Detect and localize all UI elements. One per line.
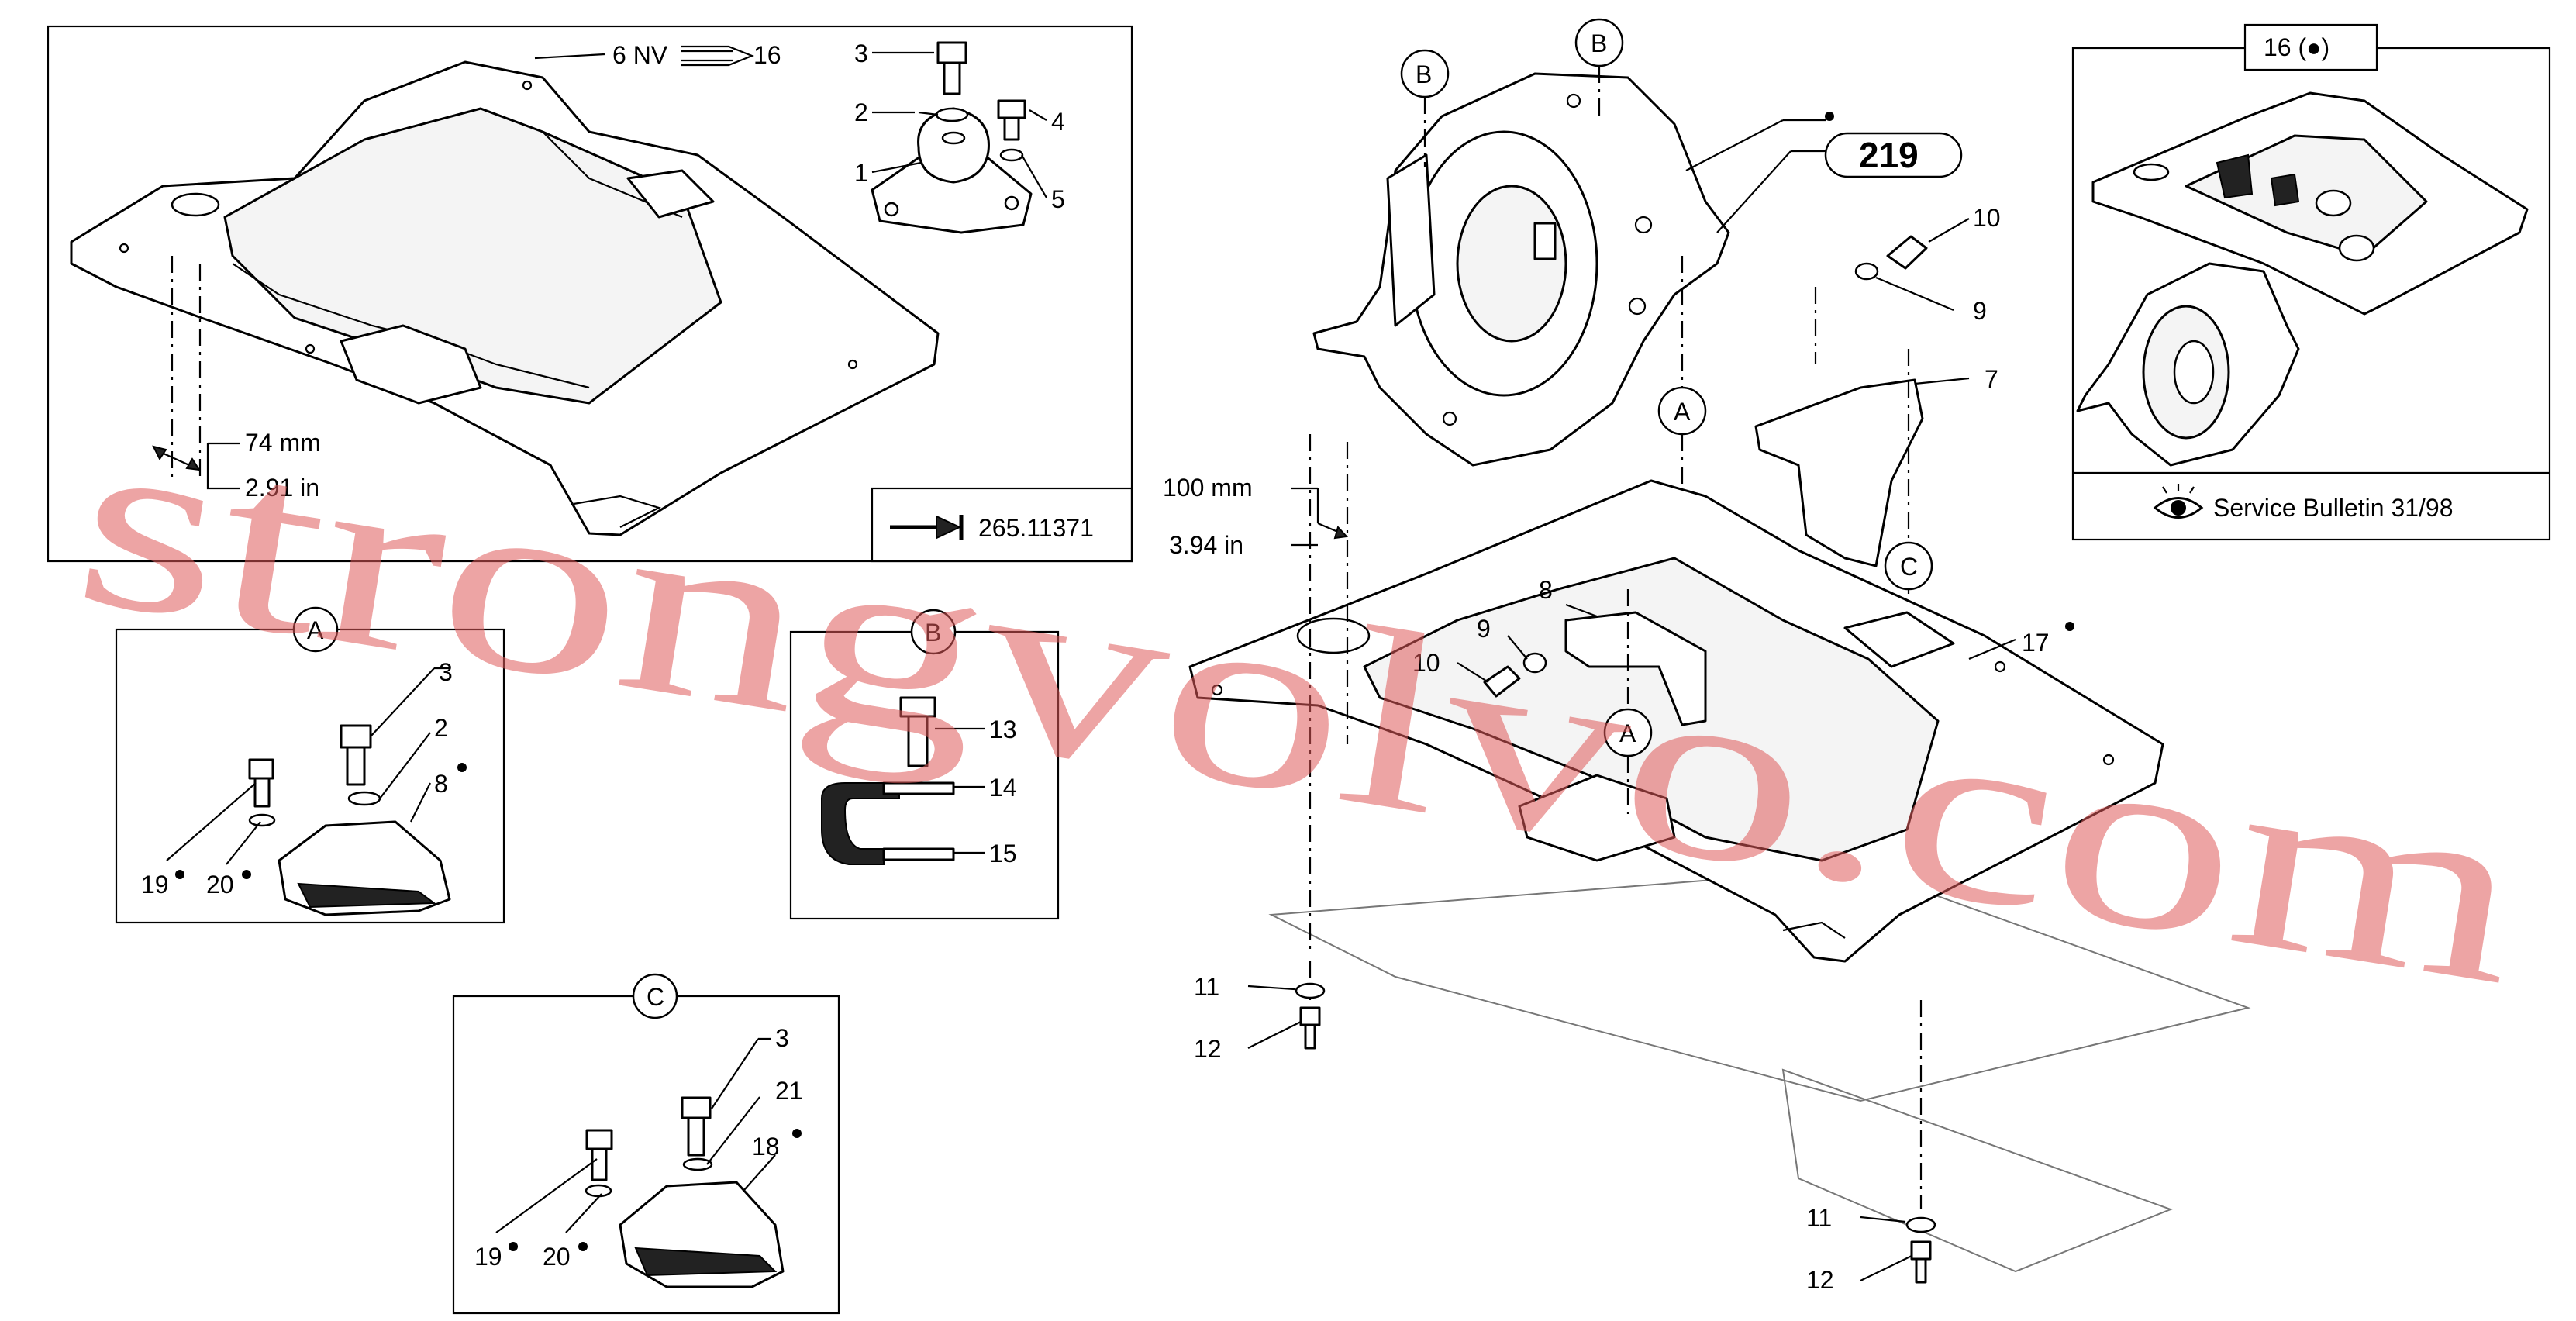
reference-219-box	[1824, 132, 1963, 178]
dim-3-94-in: 3.94 in	[1169, 531, 1243, 559]
detail-panel-a: A 3 2 8 19 20	[115, 606, 505, 924]
panel-a-label-2: 2	[434, 714, 448, 742]
callout-c: C	[1900, 553, 1918, 581]
panel-b-label-15: 15	[989, 840, 1017, 867]
label-7: 7	[1985, 365, 1998, 393]
flywheel-housing	[1312, 72, 1730, 467]
panel-a-label-19: 19	[141, 871, 169, 898]
label-3: 3	[854, 40, 868, 67]
panel-b-label-13: 13	[989, 716, 1017, 743]
engine-mount-detail	[871, 41, 1033, 234]
dim-74-mm: 74 mm	[245, 429, 321, 457]
panel-b-title: B	[925, 619, 941, 647]
main-subframe	[1188, 479, 2164, 963]
panel-b-label-14: 14	[989, 774, 1017, 802]
label-2: 2	[854, 98, 868, 126]
label-16: 16	[753, 41, 781, 69]
service-bulletin-label: Service Bulletin 31/98	[2213, 494, 2454, 522]
panel-header-16: 16 (●)	[2264, 33, 2329, 61]
label-11-right: 11	[1806, 1204, 1832, 1232]
label-12-left: 12	[1194, 1035, 1222, 1063]
reference-219: 219	[1859, 135, 1919, 175]
callout-b-right: B	[1591, 29, 1607, 57]
panel-c-label-3: 3	[775, 1024, 789, 1052]
callout-a-upper: A	[1674, 398, 1691, 426]
panel-a-label-20: 20	[206, 871, 234, 898]
panel-c-label-19: 19	[474, 1243, 502, 1271]
subframe-drawing	[70, 60, 940, 536]
dim-2-91-in: 2.91 in	[245, 474, 319, 502]
label-9-main: 9	[1477, 615, 1491, 643]
top-right-panel: 16 (●) Service Bulletin 31/98	[2071, 23, 2551, 541]
label-10-main: 10	[1412, 649, 1440, 677]
callout-a-lower: A	[1619, 719, 1636, 747]
top-left-panel: 6 NV 16 74 mm 2.91 in 3 2	[47, 25, 1133, 563]
label-4: 4	[1051, 108, 1065, 136]
detail-panel-b: B 13 14 15	[789, 609, 1060, 920]
panel-c-label-18: 18	[752, 1133, 780, 1161]
panel-a-label-8: 8	[434, 770, 448, 798]
label-6-nv: 6 NV	[612, 41, 668, 69]
detail-panel-c: C 3 21 18 19 20	[452, 973, 840, 1315]
label-9-upper: 9	[1973, 297, 1987, 325]
reference-265-11371: 265.11371	[978, 514, 1094, 542]
label-12-right: 12	[1806, 1266, 1834, 1294]
label-10-upper: 10	[1973, 204, 2001, 232]
label-8-main: 8	[1539, 576, 1553, 604]
panel-c-title: C	[647, 983, 664, 1011]
callout-b-left: B	[1416, 60, 1432, 88]
panel-a-label-3: 3	[439, 658, 453, 686]
label-17: 17	[2022, 629, 2050, 657]
eye-icon	[2153, 484, 2204, 519]
panel-c-label-21: 21	[775, 1077, 803, 1105]
main-exploded-view: B B 219 10 9 7 A C	[1163, 18, 2251, 1294]
label-11-left: 11	[1194, 973, 1219, 1001]
dim-100-mm: 100 mm	[1163, 474, 1253, 502]
panel-a-title: A	[307, 616, 324, 644]
label-1: 1	[854, 159, 868, 187]
panel-c-label-20: 20	[543, 1243, 571, 1271]
label-5: 5	[1051, 185, 1065, 213]
